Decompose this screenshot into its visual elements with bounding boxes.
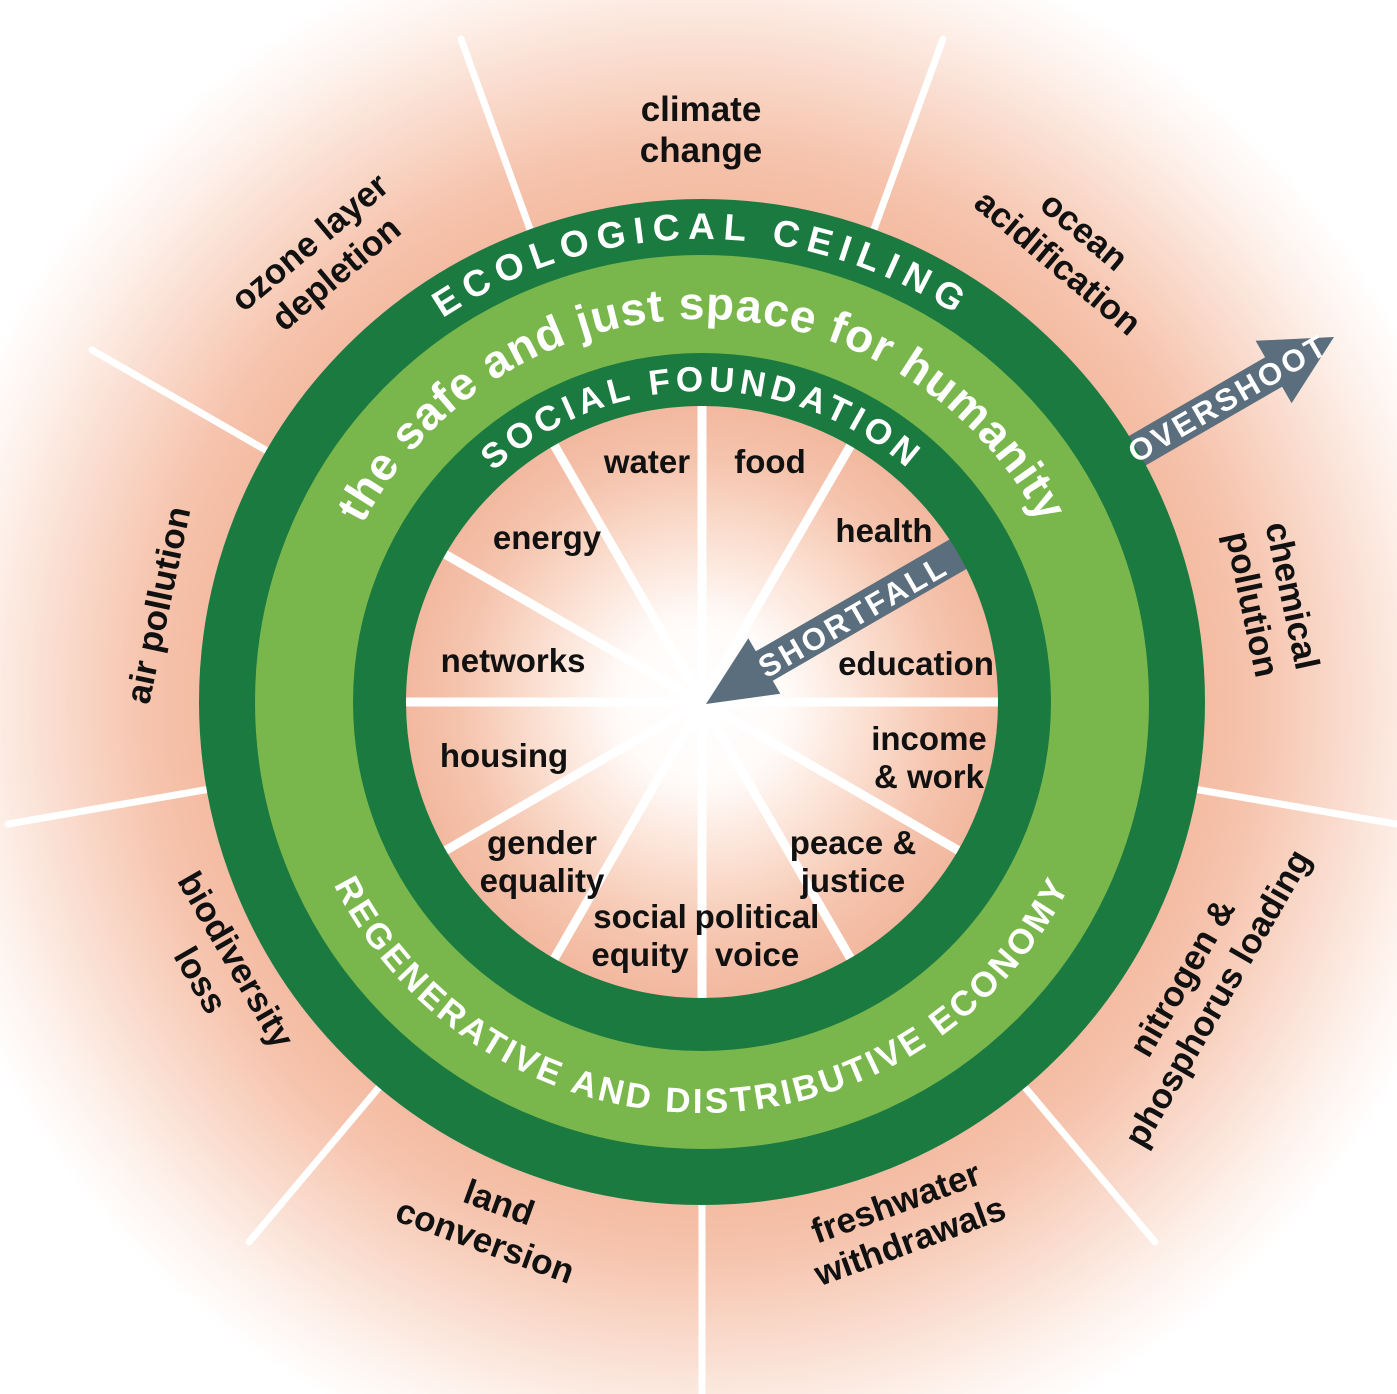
- inner-divider: [702, 706, 857, 966]
- outer-divider: [1019, 1081, 1159, 1246]
- outer-divider: [4, 785, 214, 828]
- outer-divider: [457, 35, 535, 236]
- soc-label-education: education: [838, 645, 994, 682]
- inner-disc: [404, 404, 1000, 1000]
- svg-text:gender: gender: [487, 824, 597, 861]
- svg-text:networks: networks: [441, 642, 586, 679]
- soc-label-networks: networks: [441, 642, 586, 679]
- safe-just-space-ring: [253, 253, 1151, 1151]
- svg-text:equity: equity: [591, 936, 689, 973]
- svg-text:climate: climate: [641, 90, 762, 129]
- soc-label-peace-justice: peace & justice: [790, 824, 917, 899]
- soc-label-social-equity: social equity: [591, 898, 689, 973]
- overshoot-arrow: [1083, 337, 1334, 492]
- svg-text:voice: voice: [715, 936, 799, 973]
- inner-divider: [702, 438, 857, 698]
- social-foundation-ring: [352, 352, 1052, 1052]
- outer-divider: [245, 1081, 385, 1246]
- svg-text:water: water: [603, 443, 690, 480]
- inner-divider: [438, 548, 698, 702]
- soc-label-food: food: [734, 443, 805, 480]
- inner-divider: [548, 438, 702, 698]
- outer-divider: [869, 35, 947, 236]
- inner-divider: [438, 702, 698, 857]
- soc-label-energy: energy: [493, 519, 602, 556]
- ecological-ceiling-ring: [199, 199, 1205, 1205]
- soc-label-political-voice: political voice: [695, 898, 820, 973]
- inner-divider: [548, 706, 702, 966]
- social-foundation-labels: water food health education income & wor…: [440, 443, 994, 973]
- svg-text:equality: equality: [480, 862, 605, 899]
- eco-label-climate-change: climate change: [640, 90, 763, 170]
- svg-text:education: education: [838, 645, 994, 682]
- soc-label-water: water: [603, 443, 690, 480]
- svg-text:energy: energy: [493, 519, 602, 556]
- svg-text:peace &: peace &: [790, 824, 917, 861]
- svg-text:income: income: [871, 720, 987, 757]
- soc-label-income-work: income & work: [871, 720, 987, 795]
- svg-text:health: health: [835, 512, 932, 549]
- svg-text:social: social: [593, 898, 687, 935]
- shortfall-arrow: [706, 512, 1014, 704]
- outer-divider: [1190, 785, 1397, 828]
- svg-text:& work: & work: [874, 758, 985, 795]
- soc-label-gender-equality: gender equality: [480, 824, 605, 899]
- svg-text:food: food: [734, 443, 805, 480]
- svg-text:justice: justice: [800, 862, 906, 899]
- inner-divider: [706, 702, 966, 857]
- soc-label-health: health: [835, 512, 932, 549]
- inner-divider-lines: [398, 398, 1006, 1006]
- svg-text:political: political: [695, 898, 820, 935]
- outer-divider: [88, 346, 273, 456]
- soc-label-housing: housing: [440, 737, 568, 774]
- svg-text:housing: housing: [440, 737, 568, 774]
- svg-text:change: change: [640, 131, 763, 170]
